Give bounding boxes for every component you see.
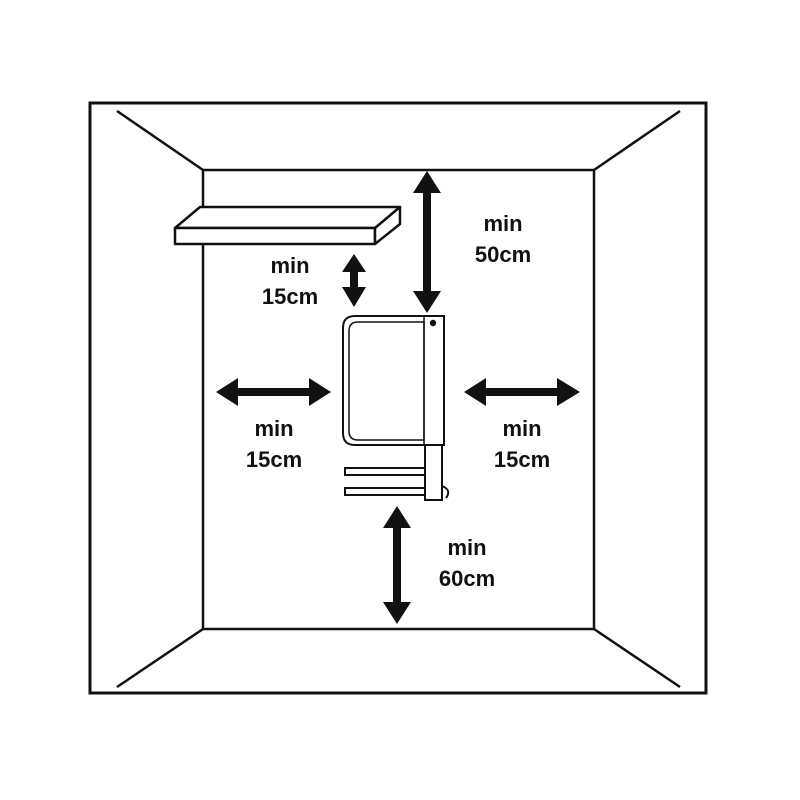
- label-left-clearance: min 15cm: [224, 413, 324, 475]
- label-right-line2: 15cm: [493, 447, 551, 472]
- arrow-left-clearance: [216, 378, 331, 406]
- label-shelf-clearance: min 15cm: [240, 250, 340, 312]
- label-shelf-line2: 15cm: [261, 284, 319, 309]
- arrow-top-clearance: [413, 171, 441, 313]
- towel-warmer-inner: [348, 321, 425, 441]
- label-bottom-clearance: min 60cm: [417, 532, 517, 594]
- towel-warmer-stand: [424, 444, 443, 501]
- towel-bar-upper: [344, 467, 426, 476]
- room-back-wall: [201, 168, 596, 631]
- room-outline: [88, 101, 708, 695]
- label-shelf-line1: min: [270, 253, 310, 278]
- towel-warmer-knob: [429, 319, 437, 327]
- arrow-bottom-clearance: [383, 506, 411, 624]
- arrow-right-clearance: [464, 378, 580, 406]
- towel-warmer: [342, 315, 450, 501]
- shelf: [173, 205, 402, 246]
- label-top-line2: 50cm: [474, 242, 532, 267]
- label-left-line1: min: [254, 416, 294, 441]
- room-outer-frame: [88, 101, 708, 695]
- arrows: [216, 171, 580, 624]
- room-edge-bottom-right: [593, 627, 681, 689]
- label-left-line2: 15cm: [245, 447, 303, 472]
- label-bottom-line2: 60cm: [438, 566, 496, 591]
- room-edge-top-left: [116, 109, 204, 172]
- arrow-shelf-clearance: [342, 254, 366, 307]
- towel-bar-lower: [344, 487, 426, 496]
- label-right-clearance: min 15cm: [472, 413, 572, 475]
- label-bottom-line1: min: [447, 535, 487, 560]
- room-edge-top-right: [593, 109, 681, 172]
- label-top-clearance: min 50cm: [453, 208, 553, 270]
- label-top-line1: min: [483, 211, 523, 236]
- label-right-line1: min: [502, 416, 542, 441]
- room-edge-bottom-left: [116, 627, 204, 689]
